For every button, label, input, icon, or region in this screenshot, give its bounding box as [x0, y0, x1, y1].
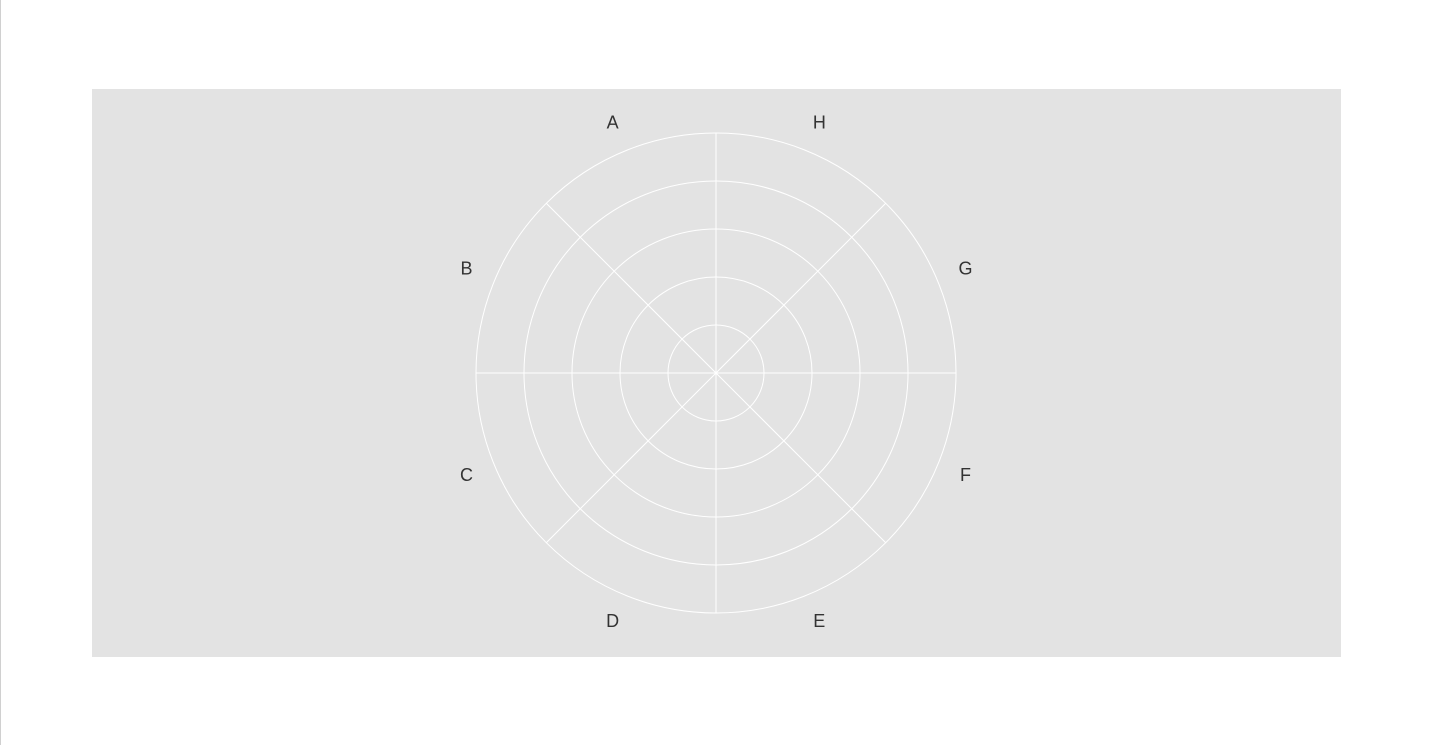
category-label-c: C [460, 465, 473, 485]
grid-spoke-5 [545, 372, 717, 544]
category-label-e: E [813, 611, 825, 631]
grid-spoke-7 [545, 202, 717, 374]
category-label-b: B [461, 258, 473, 278]
grid-spoke-3 [715, 372, 887, 544]
category-label-d: D [606, 611, 619, 631]
chart-panel: A H G F E D C B [92, 89, 1341, 657]
category-label-a: A [607, 112, 619, 132]
category-label-f: F [960, 465, 971, 485]
left-border [0, 0, 1, 745]
category-label-g: G [958, 258, 972, 278]
category-label-h: H [813, 112, 826, 132]
polar-chart: A H G F E D C B [92, 89, 1341, 657]
category-labels: A H G F E D C B [460, 112, 972, 631]
grid-spokes [476, 133, 956, 613]
grid-spoke-1 [715, 202, 887, 374]
